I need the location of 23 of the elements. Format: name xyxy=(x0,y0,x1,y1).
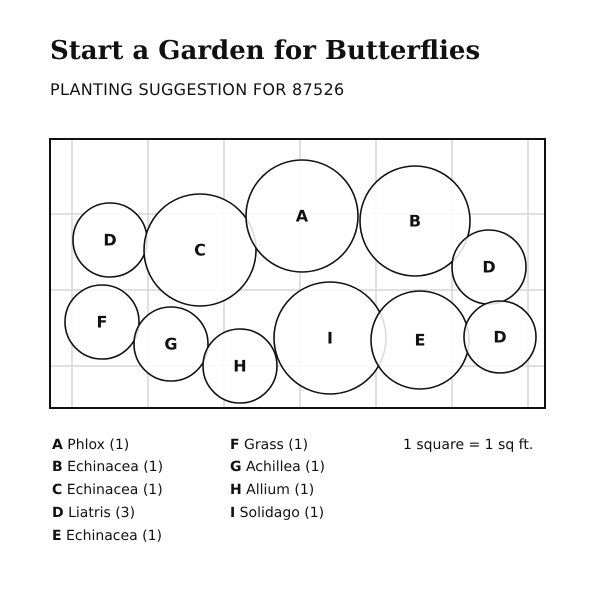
plant-letter: G xyxy=(164,334,178,354)
subtitle: PLANTING SUGGESTION FOR 87526 xyxy=(50,80,344,99)
legend-item: F Grass (1) xyxy=(230,437,308,453)
plant-letter: F xyxy=(96,312,108,332)
plant-letter: B xyxy=(408,212,422,230)
plant-letter: D xyxy=(493,328,507,346)
plant-letter: E xyxy=(414,330,426,350)
plant-letter: H xyxy=(233,356,247,376)
plant-letter: D xyxy=(103,230,117,250)
legend-item: H Allium (1) xyxy=(230,482,314,498)
legend-item: A Phlox (1) xyxy=(52,437,130,453)
legend-item: B Echinacea (1) xyxy=(52,459,164,475)
plant-letter: A xyxy=(296,206,308,226)
legend-item: C Echinacea (1) xyxy=(52,482,163,498)
scale-note: 1 square = 1 sq ft. xyxy=(403,437,534,453)
plant-letter: D xyxy=(482,258,496,276)
plant-letter: I xyxy=(327,328,333,348)
legend-item: D Liatris (3) xyxy=(52,505,136,521)
legend-item: E Echinacea (1) xyxy=(52,528,162,544)
title: Start a Garden for Butterflies xyxy=(50,36,480,66)
legend-item: G Achillea (1) xyxy=(230,459,325,475)
legend-item: I Solidago (1) xyxy=(230,505,324,521)
plant-letter: C xyxy=(194,240,206,260)
